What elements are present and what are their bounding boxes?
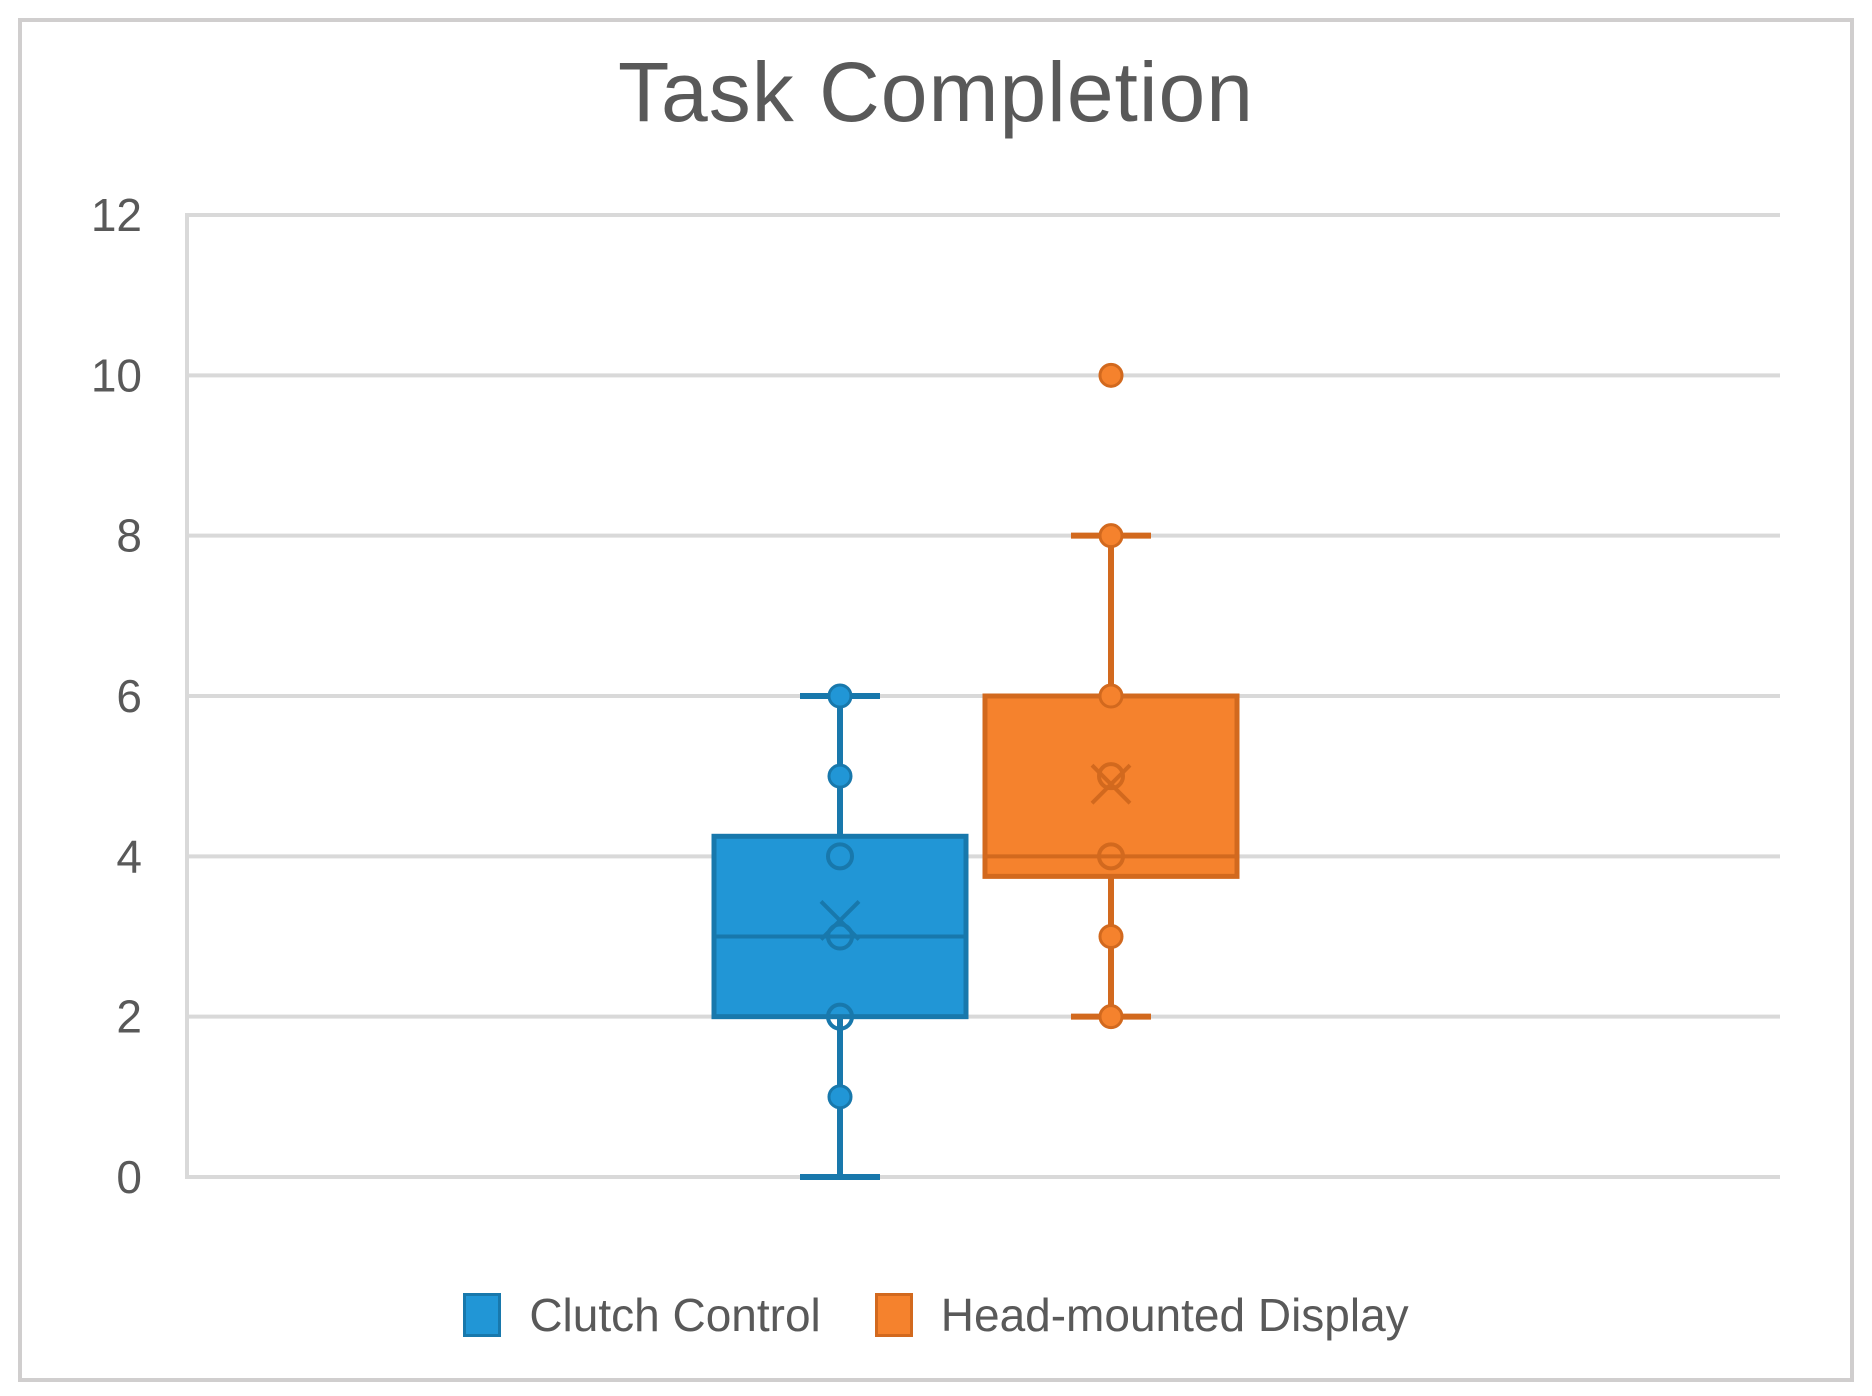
y-tick-label-6: 6 — [116, 670, 142, 722]
legend-item-clutch-control: Clutch Control — [463, 1288, 821, 1342]
y-tick-label-2: 2 — [116, 991, 142, 1043]
data-point-head-mounted-display-6 — [1098, 683, 1124, 709]
outlier-point-head-mounted-display-10 — [1098, 362, 1124, 388]
data-point-open-clutch-control-3 — [826, 922, 854, 951]
chart-title: Task Completion — [618, 45, 1254, 139]
data-point-open-head-mounted-display-4 — [1097, 842, 1125, 871]
data-point-head-mounted-display-2 — [1098, 1004, 1124, 1030]
data-point-clutch-control-5 — [827, 763, 853, 789]
legend-swatch-clutch-control — [463, 1293, 502, 1337]
data-point-clutch-control-6 — [827, 683, 853, 709]
chart-frame — [18, 18, 1854, 1382]
y-tick-label-4: 4 — [116, 830, 142, 882]
y-tick-label-0: 0 — [116, 1151, 142, 1203]
data-point-open-clutch-control-4 — [826, 842, 854, 871]
data-point-open-head-mounted-display-5 — [1097, 762, 1125, 791]
legend-label-head-mounted-display: Head-mounted Display — [940, 1289, 1409, 1341]
y-tick-label-12: 12 — [91, 189, 142, 241]
legend-swatch-head-mounted-display — [874, 1293, 913, 1337]
y-tick-label-10: 10 — [91, 349, 142, 401]
legend-item-head-mounted-display: Head-mounted Display — [874, 1288, 1409, 1342]
data-point-head-mounted-display-8 — [1098, 523, 1124, 549]
legend-label-clutch-control: Clutch Control — [529, 1289, 821, 1341]
data-point-clutch-control-1 — [827, 1084, 853, 1110]
data-point-open-clutch-control-2 — [826, 1002, 854, 1031]
y-tick-label-8: 8 — [116, 510, 142, 562]
data-point-head-mounted-display-3 — [1098, 924, 1124, 949]
chart-legend: Clutch Control Head-mounted Display — [0, 1288, 1872, 1342]
